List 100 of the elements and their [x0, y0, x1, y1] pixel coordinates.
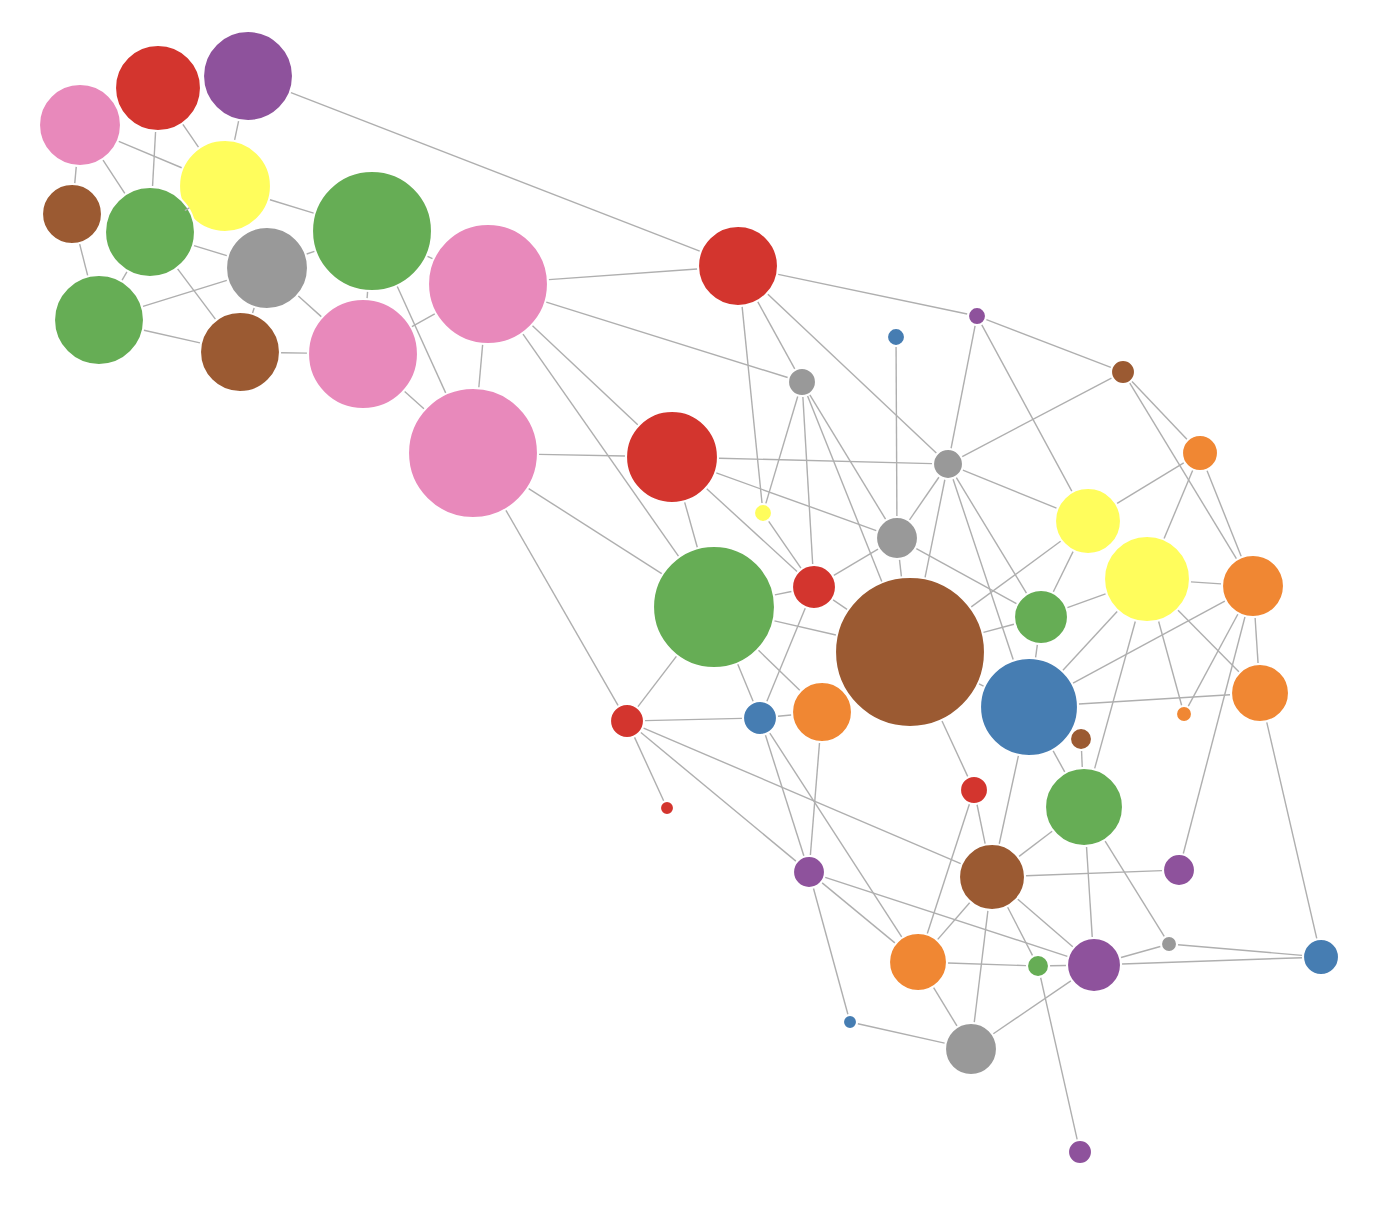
- edge-line: [718, 457, 933, 465]
- edge-line: [142, 279, 228, 308]
- edge-line: [548, 268, 698, 281]
- edge-line: [824, 876, 1069, 957]
- edge-line: [941, 720, 969, 778]
- edge-line: [706, 488, 798, 573]
- edge-line: [1025, 869, 1163, 877]
- edge-line: [251, 307, 255, 314]
- network-node: [52, 273, 146, 367]
- edge-line: [821, 882, 896, 944]
- edge-line: [908, 476, 940, 521]
- edge-line: [642, 727, 962, 865]
- edge-line: [777, 273, 968, 315]
- edge-line: [366, 291, 369, 299]
- network-node: [40, 182, 104, 246]
- edge-line: [1116, 462, 1185, 505]
- edge-line: [924, 479, 946, 579]
- network-node: [885, 326, 907, 348]
- edge-line: [970, 540, 1062, 608]
- network-node: [791, 854, 827, 890]
- edge-line: [1266, 721, 1318, 940]
- edge-line: [1017, 898, 1074, 948]
- edge-line: [773, 620, 837, 636]
- edge-line: [193, 244, 228, 257]
- network-node: [833, 575, 987, 729]
- network-node: [310, 169, 434, 293]
- edge-line: [633, 736, 665, 802]
- edge-line: [74, 166, 77, 184]
- edge-line: [737, 663, 754, 703]
- network-node: [786, 366, 818, 398]
- edge-line: [765, 395, 799, 505]
- edge-line: [1039, 977, 1078, 1140]
- network-node: [887, 931, 949, 993]
- edge-line: [962, 469, 1058, 509]
- network-node: [943, 1021, 999, 1077]
- edge-line: [1080, 750, 1083, 768]
- edge-line: [947, 962, 1027, 967]
- edge-line: [78, 243, 89, 277]
- edge-line: [806, 395, 883, 583]
- edge-line: [809, 394, 887, 520]
- edge-line: [1052, 750, 1066, 773]
- network-node: [958, 774, 990, 806]
- edge-line: [280, 351, 308, 354]
- edge-line: [1187, 613, 1239, 707]
- network-node: [177, 138, 273, 234]
- network-node: [1161, 852, 1197, 888]
- edge-line: [982, 623, 1015, 634]
- network-node: [1220, 553, 1286, 619]
- edge-line: [290, 91, 701, 252]
- edge-line: [1052, 550, 1074, 593]
- edge-line: [531, 325, 639, 426]
- edge-line: [812, 887, 849, 1015]
- edge-line: [937, 902, 971, 941]
- edge-line: [1006, 906, 1034, 956]
- edge-line: [955, 477, 1028, 594]
- edge-line: [121, 271, 128, 281]
- edge-line: [505, 509, 619, 707]
- edge-line: [1129, 382, 1238, 560]
- network-node: [113, 43, 203, 133]
- network-node: [841, 1013, 859, 1031]
- network-node: [201, 29, 295, 123]
- edge-line: [895, 346, 898, 517]
- network-node: [1301, 937, 1341, 977]
- edge-line: [767, 293, 938, 454]
- network-node: [1229, 662, 1291, 724]
- edge-line: [741, 306, 763, 504]
- network-node: [696, 224, 780, 308]
- network-node: [874, 515, 920, 561]
- network-node: [1174, 704, 1194, 724]
- edge-line: [297, 295, 322, 318]
- edge-line: [757, 649, 801, 692]
- edge-line: [1104, 840, 1165, 938]
- edge-line: [915, 547, 1018, 605]
- edge-line: [1085, 846, 1093, 938]
- network-node: [624, 409, 720, 505]
- network-node: [198, 310, 282, 394]
- edge-line: [637, 655, 678, 708]
- edge-line: [981, 324, 1073, 492]
- edge-line: [396, 285, 447, 394]
- edge-line: [766, 607, 806, 703]
- network-node: [224, 225, 310, 311]
- network-node: [957, 842, 1027, 912]
- network-node: [1025, 953, 1051, 979]
- edge-line: [1206, 470, 1242, 557]
- edge-line: [774, 590, 793, 596]
- edge-line: [403, 390, 425, 410]
- edge-line: [684, 501, 698, 548]
- network-node: [1043, 766, 1125, 848]
- network-node: [1068, 726, 1094, 752]
- edge-line: [233, 120, 240, 141]
- network-node: [608, 702, 646, 740]
- edge-line: [978, 683, 985, 687]
- edge-line: [426, 255, 434, 260]
- edge-line: [1163, 469, 1194, 540]
- edge-line: [1066, 593, 1107, 609]
- edge-line: [757, 301, 796, 370]
- edge-line: [985, 318, 1112, 369]
- network-node: [103, 185, 197, 279]
- network-node: [1159, 934, 1179, 954]
- edge-line: [1177, 609, 1240, 673]
